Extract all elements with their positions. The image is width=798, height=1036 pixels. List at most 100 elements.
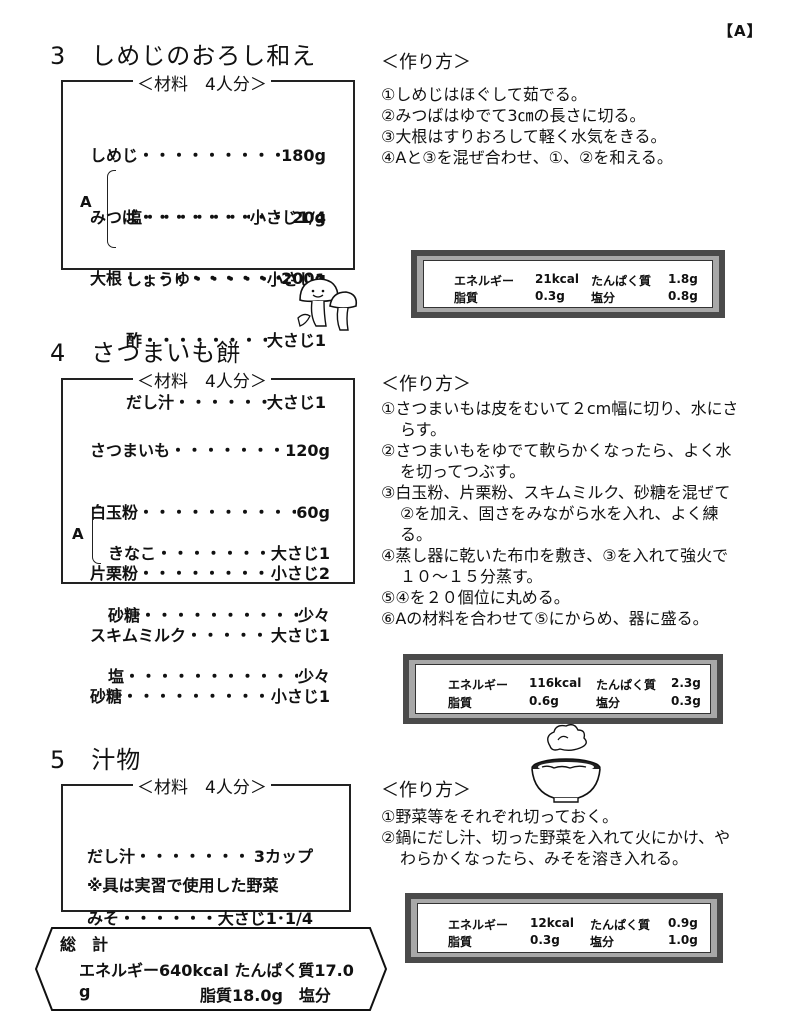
- ingredient-row: 砂糖 小さじ1: [90, 687, 330, 708]
- step-item: ①野菜等をそれぞれ切っておく。: [381, 807, 619, 826]
- recipe-5-ingredient-list: だし汁3カップ みそ大さじ1･1/4: [87, 806, 313, 950]
- step-item: ②さつまいもをゆでて軟らかくなったら、よく水を切ってつぶす。: [381, 441, 732, 481]
- leader-dots: [140, 606, 298, 627]
- ingredient-name: 砂糖: [108, 605, 141, 625]
- ingredient-name: 塩: [108, 667, 125, 686]
- salt-label: 塩分: [596, 696, 621, 710]
- total-line-2: 脂質18.0g 塩分: [200, 986, 331, 1005]
- ingredient-row: だし汁大さじ1: [126, 393, 326, 414]
- protein-label: たんぱく質: [591, 274, 652, 288]
- mushroom-icon: [297, 278, 358, 331]
- fat-label: 脂質: [448, 696, 473, 710]
- step-item: ①しめじはほぐして茹でる。: [381, 85, 587, 104]
- protein-label: たんぱく質: [590, 918, 651, 932]
- total-line-2-unit: g: [79, 982, 91, 1001]
- recipe-4-group-bracket: [92, 506, 101, 564]
- recipe-5-steps: ①野菜等をそれぞれ切っておく。 ②鍋にだし汁、切った野菜を入れて火にかけ、やわら…: [381, 806, 741, 869]
- ingredient-name: 大根: [90, 269, 123, 288]
- energy-value: 21kcal: [535, 272, 580, 286]
- ingredient-amount: 大さじ1: [270, 625, 330, 645]
- ingredient-name: 酢: [126, 331, 143, 350]
- step-item: ①さつまいもは皮をむいて２cm幅に切り、水にさらす。: [381, 399, 739, 439]
- ingredient-amount: 180g: [281, 146, 326, 165]
- ingredient-amount: 小さじ1: [270, 687, 330, 706]
- ingredient-row: さつまいも 120g: [90, 441, 330, 462]
- ingredient-amount: 60g: [296, 502, 330, 522]
- recipe-5-note: ※具は実習で使用した野菜: [87, 876, 279, 895]
- ingredient-name: みつば: [90, 207, 139, 227]
- total-line-1: エネルギー640kcal たんぱく質17.0: [79, 961, 354, 980]
- step-item: ②みつばはゆでて3㎝の長さに切る。: [381, 106, 646, 125]
- ingredient-row: みそ大さじ1･1/4: [87, 909, 313, 930]
- recipe-3-nutrition-panel: エネルギー 21kcal たんぱく質 1.8g 脂質 0.3g 塩分 0.8g: [411, 250, 725, 318]
- recipe-4-group-label: A: [72, 525, 84, 543]
- leader-dots: [135, 847, 254, 868]
- ingredient-amount: 小さじ2: [270, 564, 330, 583]
- ingredient-row: 塩 少々: [108, 667, 330, 688]
- ingredient-name: きなこ: [108, 544, 157, 563]
- leader-dots: [124, 667, 298, 688]
- ingredient-amount: 少々: [297, 667, 330, 686]
- protein-value: 0.9g: [668, 916, 698, 930]
- recipe-5-nutrition-panel: エネルギー 12kcal たんぱく質 0.9g 脂質 0.3g 塩分 1.0g: [405, 893, 723, 963]
- ingredient-row: だし汁3カップ: [87, 847, 313, 868]
- step-item: ④蒸し器に乾いた布巾を敷き、③を入れて強火で１０～１５分蒸す。: [381, 546, 729, 586]
- protein-value: 2.3g: [671, 676, 701, 690]
- ingredient-amount: 20g: [292, 207, 326, 227]
- total-label: 総 計: [60, 935, 109, 954]
- fat-value: 0.3g: [535, 289, 565, 303]
- recipe-3-title: 3 しめじのおろし和え: [50, 42, 317, 70]
- recipe-4-steps: ①さつまいもは皮をむいて２cm幅に切り、水にさらす。 ②さつまいもをゆでて軟らか…: [381, 398, 741, 629]
- salt-label: 塩分: [591, 291, 616, 305]
- ingredient-row: みつば 20g: [90, 208, 326, 229]
- ingredient-amount: 120g: [285, 441, 330, 460]
- fat-value: 0.6g: [529, 694, 559, 708]
- ingredient-amount: 大さじ1: [266, 331, 326, 350]
- energy-label: エネルギー: [448, 678, 509, 692]
- recipe-4-group-list: きなこ大さじ1 砂糖少々 塩少々: [108, 503, 330, 708]
- ingredient-row: きなこ 大さじ1: [108, 544, 330, 565]
- soup-bowl-icon: [531, 723, 601, 803]
- total-frame: [34, 927, 388, 1011]
- ingredient-row: 砂糖 少々: [108, 606, 330, 627]
- recipe-3-group-list: 塩小さじ1/4 しょうゆ小さじ1 酢大さじ1 だし汁大さじ1: [126, 167, 326, 434]
- recipe-4-method-header: ＜作り方＞: [381, 374, 471, 395]
- ingredient-amount: 少々: [297, 605, 330, 625]
- leader-dots: [156, 544, 271, 565]
- leader-dots: [142, 208, 250, 229]
- ingredient-row: 白玉粉 60g: [90, 503, 330, 524]
- leader-dots: [170, 441, 285, 462]
- ingredient-name: スキムミルク: [90, 625, 187, 645]
- recipe-4-title: 4 さつまいも餅: [50, 339, 242, 367]
- ingredient-name: しょうゆ: [126, 269, 191, 289]
- salt-value: 1.0g: [668, 933, 698, 947]
- recipe-5-method-header: ＜作り方＞: [381, 780, 471, 801]
- ingredient-name: 砂糖: [90, 687, 123, 706]
- step-item: ②鍋にだし汁、切った野菜を入れて火にかけ、やわらかくなったら、みそを溶き入れる。: [381, 828, 731, 868]
- ingredient-name: 白玉粉: [90, 502, 139, 522]
- page-tag: 【A】: [718, 22, 763, 40]
- ingredient-name: だし汁: [87, 847, 136, 866]
- recipe-4-ingredient-list: さつまいも120g 白玉粉60g 片栗粉小さじ2 スキムミルク大さじ1 砂糖小さ…: [90, 400, 330, 728]
- step-item: ⑥Aの材料を合わせて⑤にからめ、器に盛る。: [381, 609, 709, 628]
- leader-dots: [138, 146, 281, 167]
- ingredient-row: 片栗粉 小さじ2: [90, 564, 330, 585]
- fat-label: 脂質: [454, 291, 479, 305]
- recipe-3-method-header: ＜作り方＞: [381, 52, 471, 73]
- ingredient-name: さつまいも: [90, 441, 171, 460]
- recipe-5-materials-header: ＜材料 4人分＞: [133, 773, 271, 798]
- ingredient-amount: 大さじ1: [270, 544, 330, 563]
- energy-label: エネルギー: [454, 274, 515, 288]
- ingredient-name: みそ: [87, 908, 120, 928]
- recipe-5-title: 5 汁物: [50, 746, 142, 774]
- step-item: ⑤④を２０個位に丸める。: [381, 588, 570, 607]
- salt-value: 0.8g: [668, 289, 698, 303]
- ingredient-name: しめじ: [90, 146, 139, 165]
- recipe-3-group-label: A: [80, 193, 92, 211]
- step-item: ③白玉粉、片栗粉、スキムミルク、砂糖を混ぜて②を加え、固さをみながら水を入れ、よ…: [381, 483, 731, 544]
- ingredient-name: 塩: [126, 208, 143, 227]
- salt-label: 塩分: [590, 935, 615, 949]
- ingredient-name: 片栗粉: [90, 564, 139, 583]
- energy-value: 116kcal: [529, 676, 582, 690]
- ingredient-row: 酢 大さじ1: [126, 331, 326, 352]
